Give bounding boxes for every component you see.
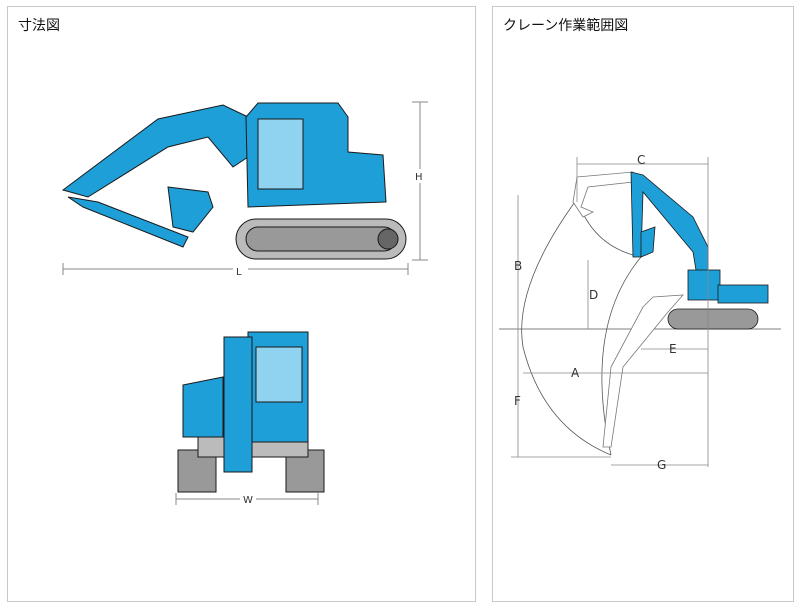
excavator: [630, 171, 769, 330]
label-a: A: [571, 366, 580, 380]
dimension-lines: [62, 101, 428, 505]
length-label: L: [236, 267, 242, 278]
label-d: D: [589, 288, 598, 302]
dimension-diagram: H L W: [61, 101, 428, 506]
dimensions-title: 寸法図: [18, 18, 60, 34]
dimension-lines: [511, 157, 709, 467]
crane-range-diagram: C B D E A F G: [499, 153, 781, 472]
label-b: B: [514, 259, 522, 273]
label-g: G: [657, 458, 666, 472]
excavator-front-view: [177, 331, 325, 493]
excavator-side-view: [61, 102, 407, 260]
height-label: H: [415, 172, 423, 183]
dimensions-panel: 寸法図 H L W: [7, 6, 476, 602]
label-f: F: [514, 394, 521, 408]
ghost-excavator: [572, 171, 684, 448]
crane-range-title: クレーン作業範囲図: [503, 18, 629, 34]
dimension-labels: C B D E A F G: [514, 153, 677, 472]
label-c: C: [637, 153, 645, 167]
crane-range-panel: クレーン作業範囲図 C B D E A F G: [492, 6, 794, 602]
width-label: W: [243, 495, 253, 506]
label-e: E: [669, 342, 677, 356]
